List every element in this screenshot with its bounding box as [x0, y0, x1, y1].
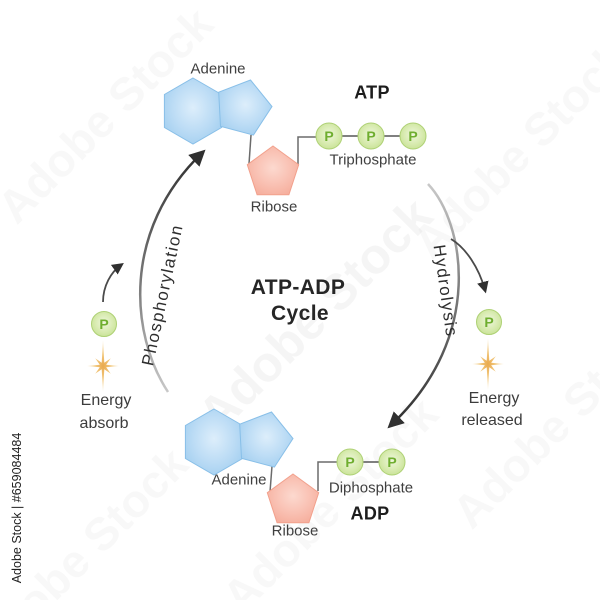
- adp-adenine-label: Adenine: [211, 471, 267, 489]
- stock-attribution: Adobe Stock | #659084484: [10, 432, 24, 584]
- atp-ribose-pentagon: [246, 145, 300, 196]
- atp-phosphate-circle: [399, 122, 427, 150]
- atp-ribose-phosphate-bond: [297, 136, 316, 166]
- phosphate-in-arrow: [102, 262, 124, 303]
- free-phosphate-circle-left: [91, 311, 117, 337]
- adp-adenine-ribose-bond: [269, 465, 273, 493]
- energy-released-label-line2: released: [461, 412, 523, 429]
- phosphate-symbol: P: [366, 128, 376, 144]
- atp-ribose-label: Ribose: [250, 198, 298, 216]
- adp-adenine-hexagon: [184, 408, 244, 476]
- atp-adenine-ribose-bond: [248, 134, 252, 165]
- phosphate-out-arrow: [450, 238, 489, 294]
- adp-phosphate-circle: [378, 448, 406, 476]
- phosphorylation-cycle-arrow: [139, 149, 206, 393]
- diphosphate-label: Diphosphate: [328, 479, 414, 497]
- hydrolysis-cycle-arrow: [387, 183, 460, 429]
- energy-absorb-star: [87, 340, 119, 392]
- diagram-title-line1: ATP-ADP: [250, 276, 346, 299]
- adp-ribose-pentagon: [266, 473, 320, 524]
- atp-adenine-pentagon: [218, 79, 273, 136]
- atp-adenine-hexagon: [163, 77, 223, 145]
- atp-adenine-label: Adenine: [190, 60, 246, 78]
- energy-released-label-line1: Energy: [468, 390, 520, 407]
- phosphate-symbol: P: [408, 128, 418, 144]
- phosphate-symbol: P: [99, 316, 109, 332]
- atp-title-label: ATP: [354, 82, 390, 103]
- adp-adenine-pentagon: [239, 411, 294, 468]
- adp-phosphate-circle: [336, 448, 364, 476]
- atp-phosphate-circle: [357, 122, 385, 150]
- phosphate-symbol: P: [345, 454, 355, 470]
- energy-absorb-label-line2: absorb: [79, 415, 129, 432]
- adp-title-label: ADP: [350, 503, 390, 524]
- phosphate-symbol: P: [484, 314, 494, 330]
- phosphate-symbol: P: [324, 128, 334, 144]
- free-phosphate-circle-right: [476, 309, 502, 335]
- phosphate-symbol: P: [387, 454, 397, 470]
- atp-phosphate-circle: [315, 122, 343, 150]
- adp-ribose-label: Ribose: [271, 522, 319, 540]
- adp-ribose-phosphate-bond: [317, 461, 337, 491]
- energy-released-star: [472, 338, 504, 390]
- energy-absorb-label-line1: Energy: [80, 392, 132, 409]
- diagram-title-line2: Cycle: [270, 302, 330, 325]
- triphosphate-label: Triphosphate: [329, 151, 417, 169]
